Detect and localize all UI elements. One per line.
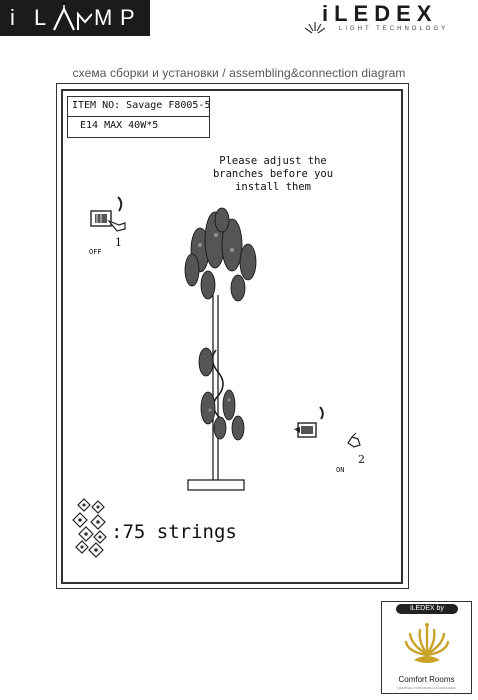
iledex-tagline: LIGHT TECHNOLOGY [339,26,449,32]
step-2-number: 2 [358,453,365,466]
comfort-rooms-name: Comfort Rooms [398,675,455,684]
item-number-box: ITEM NO: Savage F8005-5 [67,96,210,117]
iledex-wordmark: iLEDEX [322,1,438,26]
diagram-frame-outer [56,83,409,589]
step-1-number: 1 [115,236,122,249]
iledex-by-pill: iLEDEX by [396,604,458,614]
adjust-branches-note: Please adjust the branches before you in… [212,155,334,193]
crystal-string-icon [72,498,107,558]
ilamp-letter-m: M [94,5,113,30]
strings-count-label: :75 strings [111,521,237,543]
step-2-on-label: ON [336,466,345,474]
diagram-frame-inner [61,89,403,584]
step-1-off-label: OFF [89,248,102,256]
light-rays-icon [305,22,325,34]
iledex-logo: iLEDEX LIGHT TECHNOLOGY [305,1,470,36]
ilamp-a-glyph-icon [53,5,92,31]
switch-off-illustration [90,196,126,232]
floor-lamp-illustration [184,207,257,491]
ilamp-logo: i L M P [0,0,150,36]
crown-logo-icon [404,623,450,663]
diagram-subtitle: схема сборки и установки / assembling&co… [72,66,406,80]
comfort-rooms-subline: LIGHTING | FURNITURE | ACCESSORIES [397,686,456,690]
bulb-spec-box: E14 MAX 40W*5 [67,117,210,138]
ilamp-letter-i: i [10,5,15,30]
comfort-rooms-badge: iLEDEX by Comfort Rooms LIGHTING | FURNI… [381,601,472,694]
ilamp-letter-p: P [120,5,135,30]
ilamp-letter-l: L [34,5,47,30]
switch-on-illustration [294,406,361,448]
